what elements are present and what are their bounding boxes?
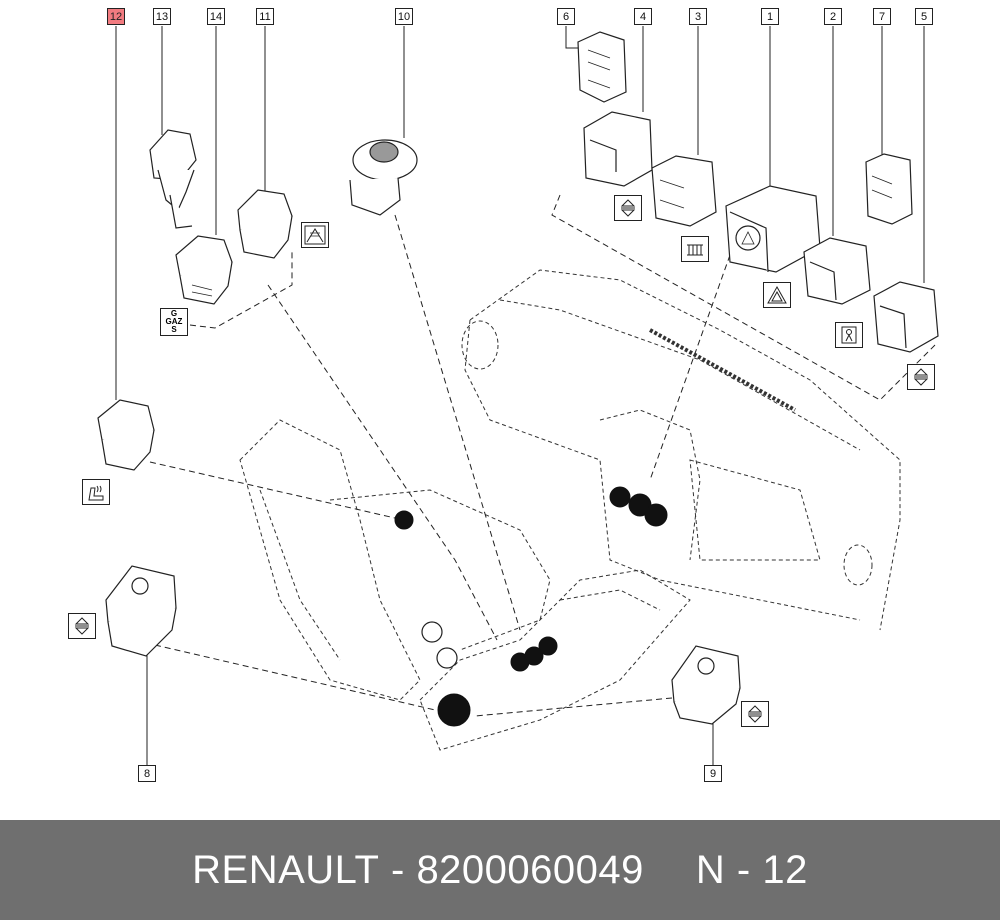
callout-8: 8 — [138, 765, 156, 782]
switch-2 — [803, 237, 871, 305]
footer-brand: RENAULT — [192, 847, 380, 892]
installed-switch-positions — [394, 486, 668, 727]
callout-10: 10 — [395, 8, 413, 25]
footer-separator: - — [379, 847, 417, 892]
switch-12 — [97, 399, 155, 471]
switch-1-hazard — [725, 185, 821, 273]
callout-3: 3 — [689, 8, 707, 25]
footer-banner: RENAULT - 8200060049 N - 12 — [0, 820, 1000, 920]
switch-9 — [671, 645, 741, 725]
heated-seat-icon — [82, 479, 110, 505]
switch-4 — [583, 111, 653, 187]
callout-9: 9 — [704, 765, 722, 782]
callout-7: 7 — [873, 8, 891, 25]
switch-13 — [149, 129, 197, 229]
callout-4: 4 — [634, 8, 652, 25]
mirror-defrost-icon — [301, 222, 329, 248]
switch-5 — [873, 281, 939, 353]
switch-6 — [577, 31, 627, 103]
up-down-arrows-icon — [614, 195, 642, 221]
footer-part-number: 8200060049 — [416, 847, 644, 892]
switch-11 — [237, 189, 293, 259]
up-down-arrows-icon — [68, 613, 96, 639]
hazard-triangle-icon — [763, 282, 791, 308]
footer-reference: N - 12 — [695, 847, 808, 892]
callout-12: 12 — [107, 8, 125, 25]
gaz-symbol-line3: S — [171, 325, 177, 334]
child-lock-icon — [835, 322, 863, 348]
callout-13: 13 — [153, 8, 171, 25]
gaz-symbol: G GAZ S — [160, 308, 188, 336]
switch-7 — [865, 153, 913, 225]
switch-14 — [175, 235, 233, 305]
callout-11: 11 — [256, 8, 274, 25]
switch-10-mirror-knob — [349, 139, 418, 216]
switch-8 — [105, 565, 177, 657]
gaz-symbol-line2: GAZ — [165, 317, 183, 326]
switch-3 — [651, 155, 717, 227]
callout-1: 1 — [761, 8, 779, 25]
callout-6: 6 — [557, 8, 575, 25]
up-down-arrows-icon — [907, 364, 935, 390]
parts-diagram — [97, 26, 939, 765]
callout-2: 2 — [824, 8, 842, 25]
callout-5: 5 — [915, 8, 933, 25]
rear-defrost-icon — [681, 236, 709, 262]
gaz-symbol-line1: G — [170, 309, 178, 318]
up-down-arrows-icon — [741, 701, 769, 727]
callout-14: 14 — [207, 8, 225, 25]
